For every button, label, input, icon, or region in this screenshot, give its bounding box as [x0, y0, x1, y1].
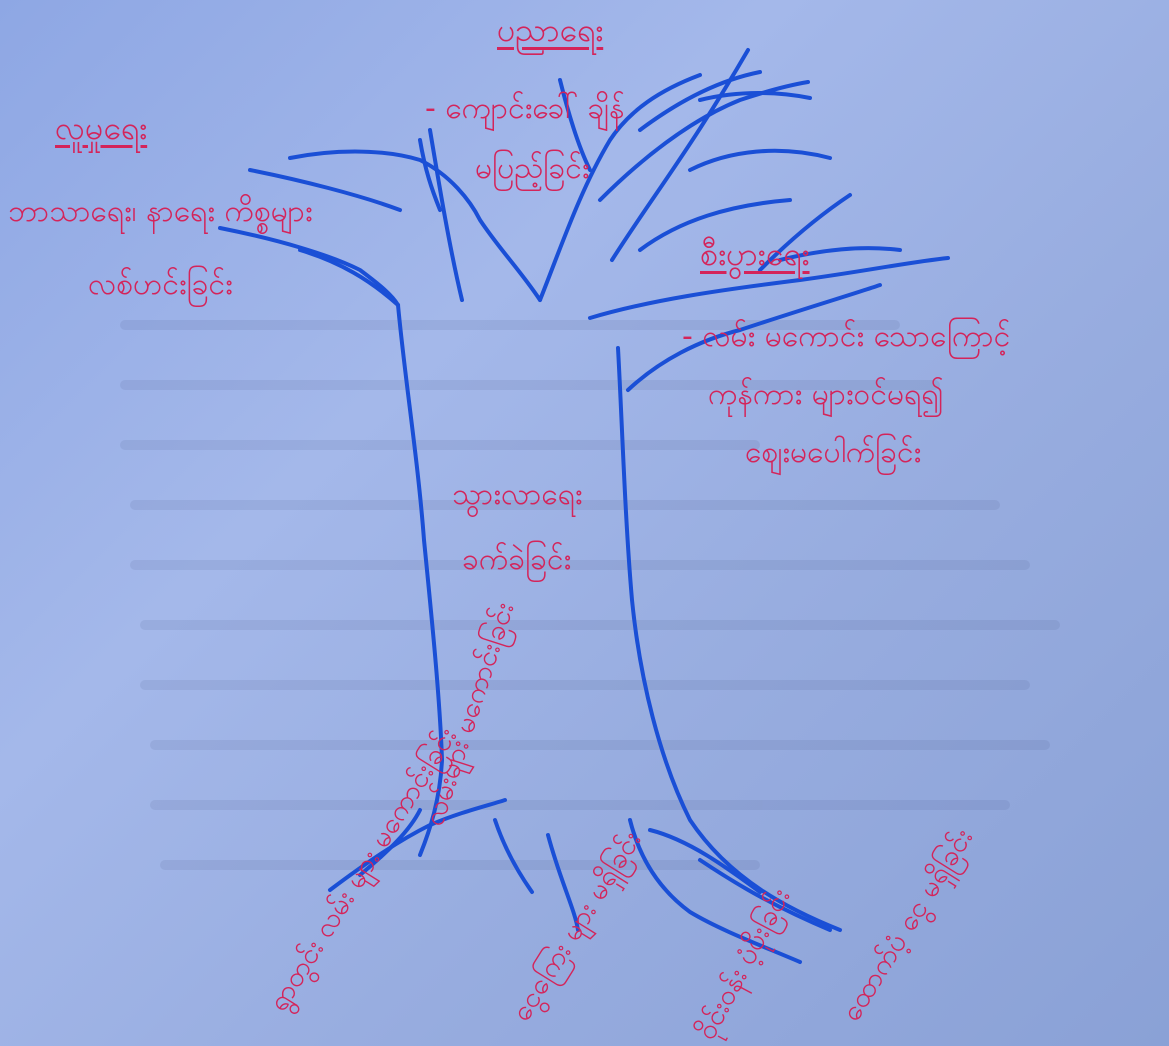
economy-problem-line-1: - လမ်း မကောင်း သောကြောင့် [682, 320, 1010, 355]
heading-economy: စီးပွားရေး [700, 236, 810, 273]
heading-education: ပညာရေး [497, 12, 603, 49]
social-problem-line-2: လစ်ဟင်းခြင်း [88, 268, 233, 303]
core-problem-line-2: ခက်ခဲခြင်း [462, 543, 571, 578]
social-problem-line-1: ဘာသာရေး၊ နာရေး ကိစ္စများ [8, 195, 313, 230]
economy-problem-line-2: ကုန်ကား များဝင်မရ၍ [708, 378, 944, 413]
education-problem-line-1: - ကျောင်းခေါ် ချိန် [425, 92, 625, 127]
core-problem-line-1: သွားလာရေး [452, 478, 583, 513]
heading-social: လူမှုရေး [55, 110, 147, 147]
economy-problem-line-3: ဈေးမပေါက်ခြင်း [745, 436, 921, 471]
education-problem-line-2: မပြည့်ခြင်း [475, 152, 589, 187]
